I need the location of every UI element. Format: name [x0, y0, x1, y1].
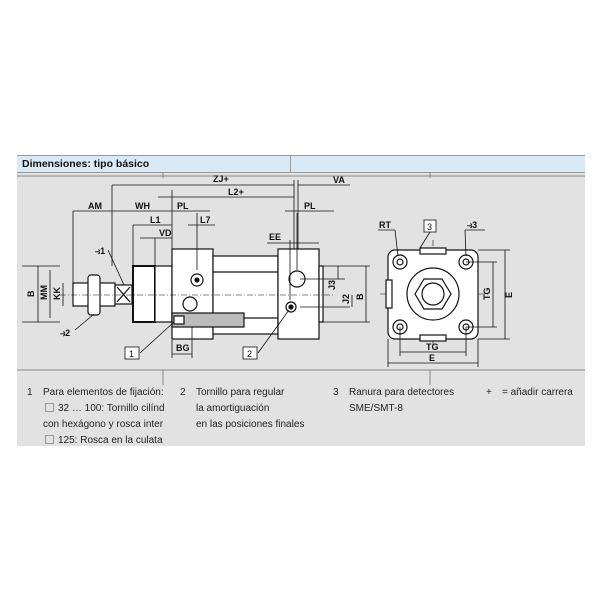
section-header: Dimensiones: tipo básico — [17, 155, 585, 173]
callout-box-3 — [423, 219, 437, 233]
dim-zj: ZJ+ — [213, 174, 229, 184]
cylinder-side-view — [72, 248, 324, 340]
dim-bg: BG — [176, 343, 190, 353]
legend-number: 1 — [27, 387, 33, 398]
legend-number: 2 — [180, 387, 186, 398]
legend-number: + — [486, 387, 492, 398]
dim-l7: L7 — [200, 215, 211, 225]
legend-line: Para elementos de fijación: — [43, 387, 164, 398]
dim-va: VA — [333, 175, 345, 185]
dim-b-left: B — [26, 290, 36, 297]
legend-line: Ranura para detectores — [349, 387, 455, 398]
dim-wh: WH — [135, 201, 150, 211]
dim-tg-vertical: TG — [482, 288, 492, 301]
square-icon — [45, 403, 54, 412]
legend-number: 3 — [333, 387, 339, 398]
dimensions-panel: Dimensiones: tipo básico — [17, 155, 585, 446]
callout-box-1 — [124, 346, 140, 360]
legend-line: 32 … 100: Tornillo cilínd — [58, 403, 165, 414]
dim-tg-horizontal: TG — [426, 342, 439, 352]
cylinder-end-view — [385, 247, 479, 342]
wrench-size-3: ⥽3 — [467, 220, 477, 230]
legend-line: con hexágono y rosca inter — [43, 419, 164, 430]
legend-line: en las posiciones finales — [196, 419, 305, 430]
dim-am: AM — [88, 201, 102, 211]
legend-line: 125: Rosca en la culata — [58, 435, 163, 446]
technical-drawing: ZJ+ VA L2+ AM WH PL PL L1 L7 VD EE ⥽1 ⥽2… — [17, 172, 585, 385]
section-title: Dimensiones: tipo básico — [22, 158, 150, 170]
legend-line: SME/SMT-8 — [349, 403, 403, 414]
dim-b-right: B — [355, 293, 365, 300]
dim-pl-left: PL — [177, 201, 189, 211]
legend-line: la amortiguación — [196, 403, 270, 414]
dim-e-vertical: E — [504, 292, 514, 298]
dim-l2: L2+ — [228, 187, 244, 197]
dim-l1: L1 — [150, 215, 161, 225]
dim-ee: EE — [269, 232, 281, 242]
square-icon — [45, 435, 54, 444]
dim-j3: J3 — [327, 280, 337, 290]
wrench-size-2: ⥽2 — [60, 328, 70, 338]
callout-3: 3 — [427, 222, 432, 232]
dim-pl-right: PL — [304, 201, 316, 211]
dim-rt: RT — [379, 220, 391, 230]
wrench-size-1: ⥽1 — [95, 246, 105, 256]
dim-mm: MM — [39, 285, 49, 300]
dim-kk: KK — [52, 287, 62, 300]
dim-j2: J2 — [341, 294, 351, 304]
legend-line: = añadir carrera — [502, 387, 573, 398]
dim-vd: VD — [159, 228, 172, 238]
callout-box-2 — [242, 346, 258, 360]
callout-1: 1 — [129, 349, 134, 359]
callout-2: 2 — [247, 349, 252, 359]
dim-e-horizontal: E — [429, 353, 435, 363]
header-divider — [290, 156, 291, 172]
legend-line: Tornillo para regular — [196, 387, 285, 398]
